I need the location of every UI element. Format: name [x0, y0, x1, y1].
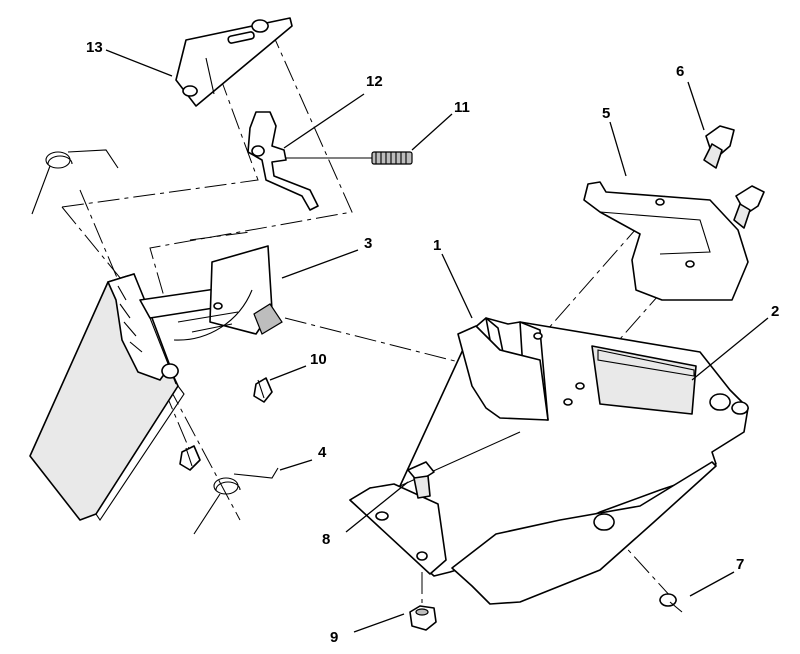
- bolt-part-8: [407, 461, 435, 499]
- callout-9: 9: [330, 629, 338, 646]
- callout-leaders: [105, 49, 769, 633]
- callout-12: 12: [366, 73, 383, 90]
- spring-part-11: [286, 151, 413, 165]
- bracket-part-13: [175, 17, 293, 107]
- callout-11: 11: [454, 99, 470, 116]
- callout-7: 7: [736, 556, 744, 573]
- bolt-part-6-a: [703, 125, 735, 169]
- callout-8: 8: [322, 531, 330, 548]
- screw-chute-lower: [179, 445, 201, 471]
- callout-4: 4: [318, 444, 327, 461]
- callout-1: 1: [433, 237, 441, 254]
- screw-part-10: [253, 377, 273, 403]
- plate-part-5: [583, 181, 749, 301]
- callout-2: 2: [771, 303, 779, 320]
- hinge-bracket-part-3: [139, 245, 283, 385]
- latch-rod-part-12: [247, 111, 319, 211]
- torsion-spring-upper: [31, 149, 119, 215]
- housing-part-2: [349, 317, 749, 605]
- screw-part-7: [659, 593, 683, 613]
- chute-door-panel: [29, 273, 185, 521]
- torsion-spring-part-4: [193, 467, 279, 535]
- callout-6: 6: [676, 63, 684, 80]
- callout-5: 5: [602, 105, 610, 122]
- bolt-part-6-b: [733, 185, 765, 229]
- callout-3: 3: [364, 235, 372, 252]
- callout-10: 10: [310, 351, 327, 368]
- nut-part-9: [409, 605, 437, 631]
- callout-labels: 1 2 3 4 5 6 7 8 9 10 11 12 13: [86, 39, 779, 646]
- callout-13: 13: [86, 39, 103, 56]
